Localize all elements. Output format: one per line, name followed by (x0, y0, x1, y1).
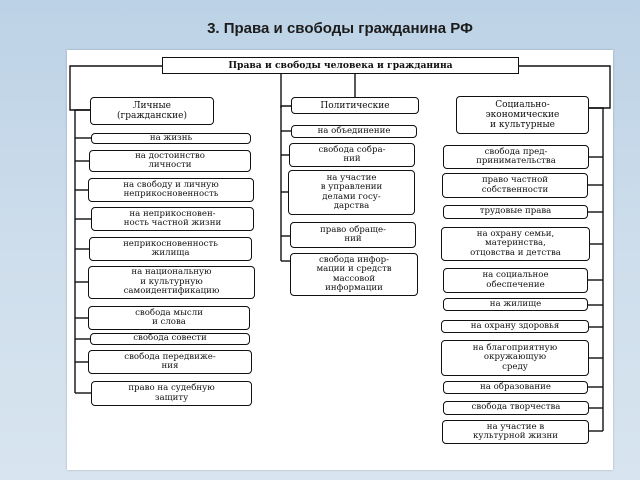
slide-title: 3. Права и свободы гражданина РФ (207, 20, 473, 37)
socio-right-education: на образование (443, 381, 588, 394)
political-right-petition: право обраще- ний (290, 222, 416, 248)
personal-right-movement: свобода передвиже- ния (88, 350, 252, 374)
socio-right-housing: на жилище (443, 298, 588, 311)
socio-right-property: право частной собственности (442, 173, 588, 198)
personal-right-freedom: на свободу и личную неприкосновенность (88, 178, 254, 202)
personal-right-conscience: свобода совести (90, 333, 250, 345)
heading-socioeconomic: Социально- экономические и культурные (456, 96, 589, 134)
socio-right-social-security: на социальное обеспечение (443, 268, 588, 293)
personal-right-identity: на национальную и культурную самоидентиф… (88, 266, 255, 299)
root-box: Права и свободы человека и гражданина (162, 57, 519, 74)
socio-right-creativity: свобода творчества (443, 401, 589, 415)
socio-right-labor: трудовые права (443, 205, 588, 219)
socio-right-family: на охрану семьи, материнства, отцовства … (441, 227, 590, 261)
personal-right-dignity: на достоинство личности (89, 150, 251, 172)
heading-personal: Личные (гражданские) (90, 97, 214, 125)
socio-right-enterprise: свобода пред- принимательства (443, 145, 589, 169)
socio-right-cultural-life: на участие в культурной жизни (442, 420, 589, 444)
political-right-assembly: свобода собра- ний (289, 143, 415, 167)
personal-right-court: право на судебную защиту (91, 381, 252, 406)
socio-right-health: на охрану здоровья (441, 320, 589, 333)
political-right-information: свобода инфор- мации и средств массовой … (290, 253, 418, 296)
political-right-governance: на участие в управлении делами госу- дар… (288, 170, 415, 215)
personal-right-privacy: на неприкосновен- ность частной жизни (91, 207, 254, 231)
personal-right-life: на жизнь (91, 133, 251, 144)
socio-right-environment: на благоприятную окружающую среду (441, 340, 589, 376)
personal-right-home: неприкосновенность жилища (89, 237, 252, 261)
political-right-association: на объединение (291, 125, 417, 138)
heading-political: Политические (291, 97, 419, 114)
personal-right-thought: свобода мысли и слова (88, 306, 250, 330)
